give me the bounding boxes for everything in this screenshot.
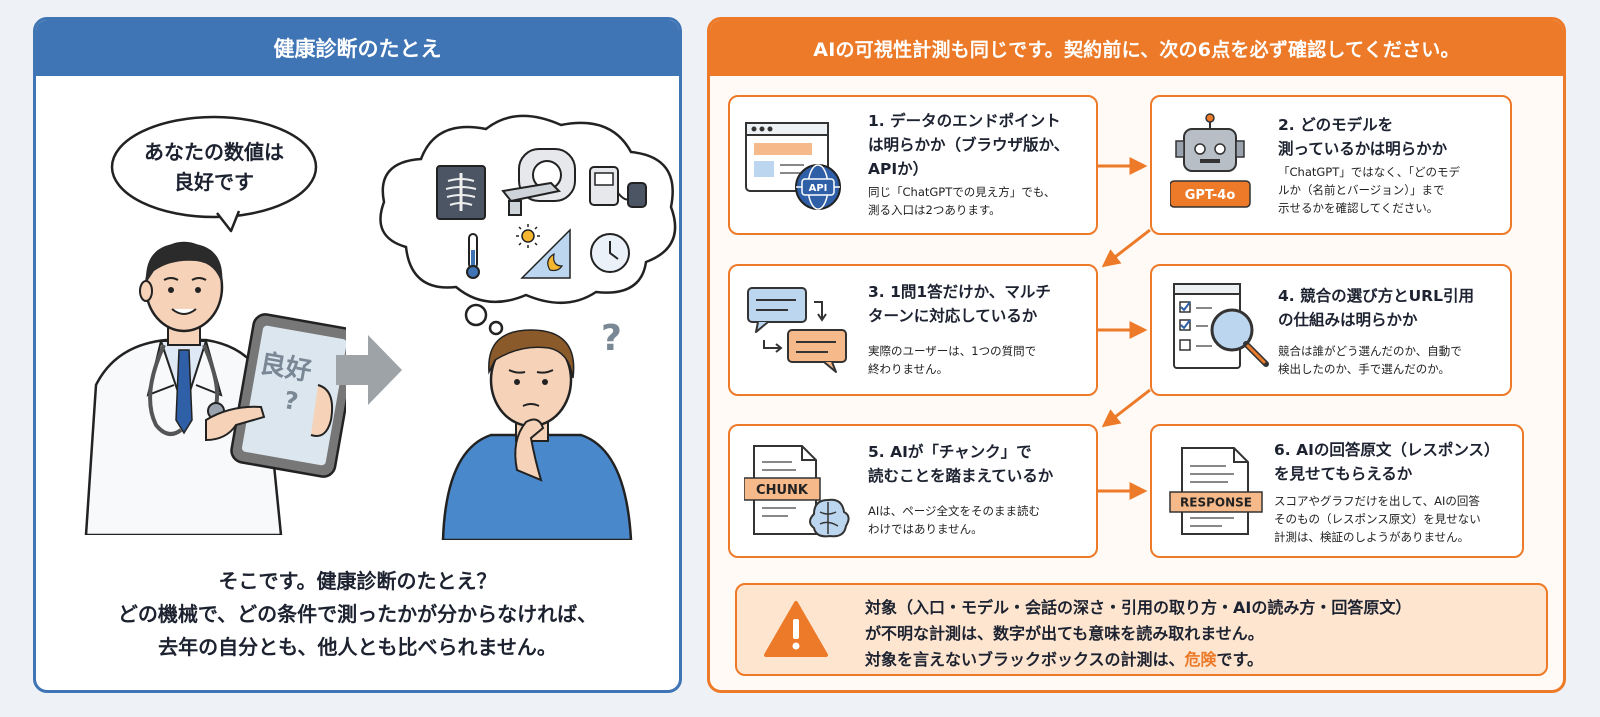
checklist-header: AIの可視性計測も同じです。契約前に、次の6点を必ず確認してください。	[710, 20, 1563, 76]
checklist-panel: AIの可視性計測も同じです。契約前に、次の6点を必ず確認してください。 A	[707, 17, 1566, 693]
warning-line-1: 対象（入口・モデル・会話の深さ・引用の取り方・AIの読み方・回答原文）	[865, 598, 1412, 617]
warning-icon	[764, 601, 828, 657]
model-icon-label: GPT-4o	[1185, 188, 1236, 203]
mri-scanner-icon	[501, 148, 576, 216]
warning-box: 対象（入口・モデル・会話の深さ・引用の取り方・AIの読み方・回答原文） が不明な…	[735, 583, 1548, 676]
x-ray-icon	[436, 165, 486, 220]
warning-line-3-prefix: 対象を言えないブラックボックスの計測は、	[865, 650, 1185, 669]
robot-icon: GPT-4o	[1170, 113, 1251, 208]
chat-bubbles-icon	[747, 287, 847, 373]
card-6-title: 6. AIの回答原文（レスポンス） を見せてもらえるか	[1274, 441, 1500, 483]
thermometer-icon	[466, 233, 480, 279]
warning-text: 対象（入口・モデル・会話の深さ・引用の取り方・AIの読み方・回答原文） が不明な…	[865, 595, 1411, 673]
check-card-1-endpoint: API 1. データのエンドポイント は明らかか（ブラウザ版か、 APIか） 同…	[728, 95, 1098, 235]
warning-line-3-suffix: です。	[1216, 650, 1263, 669]
arrow-4-to-5	[1101, 388, 1151, 428]
card-2-description: 「ChatGPT」ではなく、「どのモデ ルか（名前とバージョン）」まで 示せるか…	[1278, 165, 1460, 215]
card-5-description: AIは、ページ全文をそのまま読む わけではありません。	[868, 504, 1041, 536]
patient-illustration: ?	[431, 310, 661, 542]
check-card-3-multiturn: 3. 1問1答だけか、マルチ ターンに対応しているか 実際のユーザーは、1つの質…	[728, 264, 1098, 396]
api-icon-label: API	[809, 183, 828, 194]
browser-api-icon: API	[745, 122, 841, 210]
doctor-speech-text: あなたの数値は 良好です	[144, 140, 284, 194]
analogy-caption: そこです。健康診断のたとえ？ どの機械で、どの条件で測ったかが分からなければ、 …	[117, 569, 598, 659]
check-card-6-response: RESPONSE 6. AIの回答原文（レスポンス） を見せてもらえるか スコア…	[1150, 424, 1524, 558]
response-icon-label: RESPONSE	[1180, 496, 1252, 510]
chunk-icon-label: CHUNK	[756, 483, 809, 498]
card-4-title: 4. 競合の選び方とURL引用 の仕組みは明らかか	[1278, 287, 1474, 329]
chunk-document-brain-icon: CHUNK	[744, 445, 850, 538]
day-night-icon	[516, 224, 571, 279]
card-1-description: 同じ「ChatGPTでの見え方」でも、 測る入口は2つあります。	[868, 185, 1056, 217]
card-6-description: スコアやグラフだけを出して、AIの回答 そのもの（レスポンス原文）を見せない 計…	[1274, 494, 1481, 544]
arrow-2-to-3	[1101, 228, 1151, 268]
check-card-2-model: GPT-4o 2. どのモデルを 測っているかは明らかか 「ChatGPT」では…	[1150, 95, 1512, 235]
thought-cloud	[366, 107, 679, 337]
card-2-title: 2. どのモデルを 測っているかは明らかか	[1278, 116, 1448, 158]
doctor-speech-bubble: あなたの数値は 良好です	[109, 115, 319, 233]
clock-icon	[590, 233, 630, 273]
blood-pressure-monitor-icon	[589, 166, 647, 208]
response-document-icon: RESPONSE	[1169, 447, 1263, 535]
analogy-header: 健康診断のたとえ	[36, 20, 679, 76]
check-card-5-chunk: CHUNK 5. AIが「チャンク」で 読むことを踏まえているか AIは、ページ…	[728, 424, 1098, 558]
card-1-title: 1. データのエンドポイント は明らかか（ブラウザ版か、 APIか）	[868, 112, 1070, 178]
card-3-description: 実際のユーザーは、1つの質問で 終わりません。	[868, 344, 1037, 376]
patient-question-mark: ?	[601, 318, 622, 359]
warning-line-2: が不明な計測は、数字が出ても意味を読み取れません。	[865, 624, 1264, 643]
doctor-illustration: 良好 ?	[56, 235, 359, 537]
danger-word: 危険	[1184, 650, 1217, 669]
checklist-magnifier-icon	[1173, 283, 1269, 369]
check-card-4-competitors: 4. 競合の選び方とURL引用 の仕組みは明らかか 競合は誰がどう選んだのか、自…	[1150, 264, 1512, 396]
speech-bubble-shape	[110, 115, 318, 233]
analogy-panel: 健康診断のたとえ あなたの数値は 良好です	[33, 17, 682, 693]
warning-line-3: 対象を言えないブラックボックスの計測は、危険です。	[865, 647, 1411, 673]
right-arrow-icon	[336, 335, 402, 405]
card-4-description: 競合は誰がどう選んだのか、自動で 検出したのか、手で選んだのか。	[1278, 344, 1462, 376]
card-3-title: 3. 1問1答だけか、マルチ ターンに対応しているか	[868, 283, 1051, 325]
card-5-title: 5. AIが「チャンク」で 読むことを踏まえているか	[868, 443, 1054, 485]
